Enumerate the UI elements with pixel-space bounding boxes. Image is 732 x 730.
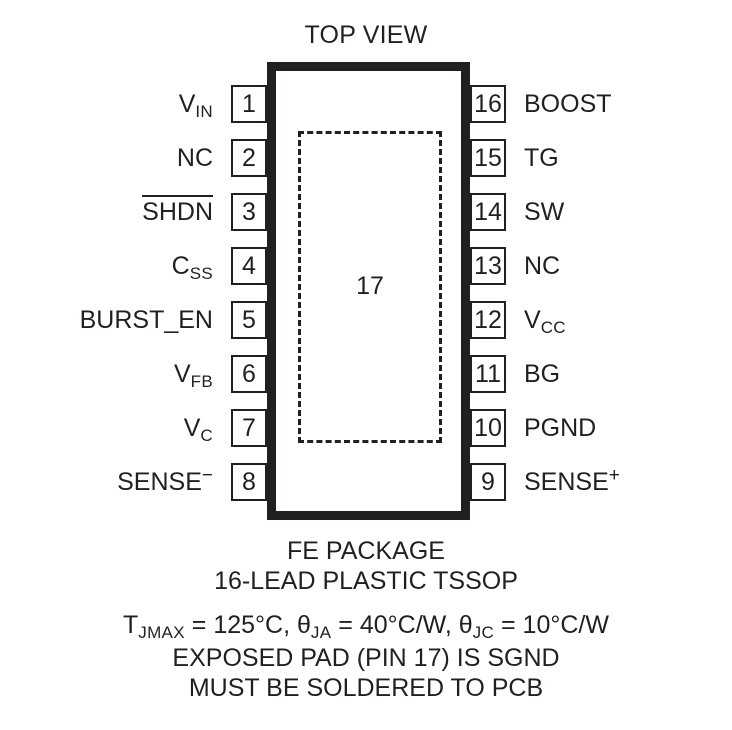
pin-label-text: SHDN [142,194,213,226]
pin-label-text: PGND [524,413,597,442]
pin-row-3: SHDN 3 [0,193,267,231]
pin-label-sense-: SENSE− [117,466,213,496]
pin-label-burst_en: BURST_EN [79,305,213,334]
pin-row-10: 10 PGND [470,409,732,447]
pin-number-box-10: 10 [470,409,506,447]
thermal-spec: TJMAX = 125°C, θJA = 40°C/W, θJC = 10°C/… [0,610,732,643]
exposed-pad-number: 17 [356,272,384,300]
pin-label-text: SENSE [117,467,202,496]
pin-number-box-2: 2 [231,139,267,177]
pin-label-text: TG [524,143,559,172]
pin-row-4: CSS 4 [0,247,267,285]
pin-row-1: VIN 1 [0,85,267,123]
pin-label-text: V [524,305,541,334]
pin-label-subscript: SS [189,263,213,283]
pin-row-15: 15 TG [470,139,732,177]
pin-number-box-9: 9 [470,463,506,501]
pin-label-text: V [178,89,196,118]
pin-label-superscript: + [608,464,620,486]
pin-label-vfb: VFB [173,359,213,390]
thermal-sub-ja: JA [310,623,332,642]
pin-label-boost: BOOST [524,89,612,118]
pin-label-sense-: SENSE+ [524,466,620,496]
thermal-mid-1: = 125°C, θ [184,611,311,639]
pin-row-16: 16 BOOST [470,85,732,123]
pin-label-text: V [173,359,191,388]
thermal-mid-2: = 40°C/W, θ [331,611,473,639]
pin-label-text: NC [176,143,213,172]
pin-number-box-3: 3 [231,193,267,231]
pin-label-pgnd: PGND [524,413,597,442]
exposed-pad-note: EXPOSED PAD (PIN 17) IS SGND [172,644,560,672]
pin-label-tg: TG [524,143,559,172]
page-title: TOP VIEW [304,21,428,49]
thermal-sub-jc: JC [472,623,495,642]
pin-number-box-14: 14 [470,193,506,231]
pin-row-14: 14 SW [470,193,732,231]
package-type: 16-LEAD PLASTIC TSSOP [214,567,518,595]
pin-label-subscript: C [200,425,213,445]
pin-label-text: NC [524,251,561,280]
pin-label-text: V [183,413,201,442]
pin-row-8: SENSE−8 [0,463,267,501]
caption-spacer [0,596,732,610]
pin-label-superscript: − [201,464,213,486]
pin-label-text: SENSE [524,467,609,496]
pin-label-vin: VIN [178,89,213,120]
pin-number-box-5: 5 [231,301,267,339]
pin-number-box-6: 6 [231,355,267,393]
pin-label-text: BOOST [524,89,612,118]
pin-number-box-8: 8 [231,463,267,501]
pin-label-text: C [171,251,190,280]
pin-label-bg: BG [524,359,561,388]
pin-label-nc: NC [176,143,213,172]
thermal-prefix: T [123,611,139,639]
pin-label-css: CSS [171,251,213,282]
pin-row-9: 9 SENSE+ [470,463,732,501]
pin-number-box-7: 7 [231,409,267,447]
exposed-pad-outline [298,131,442,443]
pin-label-subscript: CC [540,317,566,337]
pin-label-subscript: IN [195,101,213,121]
pin-label-shdn: SHDN [142,194,213,226]
pin-number-box-16: 16 [470,85,506,123]
caption-block: FE PACKAGE 16-LEAD PLASTIC TSSOP TJMAX =… [0,536,732,703]
pin-label-text: BURST_EN [79,305,213,334]
pin-number-box-15: 15 [470,139,506,177]
solder-note: MUST BE SOLDERED TO PCB [188,674,544,702]
pin-row-12: 12 VCC [470,301,732,339]
pin-row-2: NC 2 [0,139,267,177]
thermal-end: = 10°C/W [494,611,609,639]
pin-number-box-11: 11 [470,355,506,393]
pin-row-6: VFB 6 [0,355,267,393]
pin-label-vcc: VCC [524,305,566,336]
pin-row-11: 11 BG [470,355,732,393]
pin-number-box-13: 13 [470,247,506,285]
pin-label-text: BG [524,359,561,388]
thermal-sub-jmax: JMAX [138,623,185,642]
pin-number-box-4: 4 [231,247,267,285]
pin-row-5: BURST_EN 5 [0,301,267,339]
pin-row-13: 13 NC [470,247,732,285]
pin-number-box-12: 12 [470,301,506,339]
pin-label-sw: SW [524,197,565,226]
pin-label-subscript: FB [190,371,213,391]
pin-label-vc: VC [183,413,213,444]
pin-number-box-1: 1 [231,85,267,123]
pin-label-text: SW [524,197,565,226]
pin-label-nc: NC [524,251,561,280]
package-name: FE PACKAGE [287,537,445,565]
